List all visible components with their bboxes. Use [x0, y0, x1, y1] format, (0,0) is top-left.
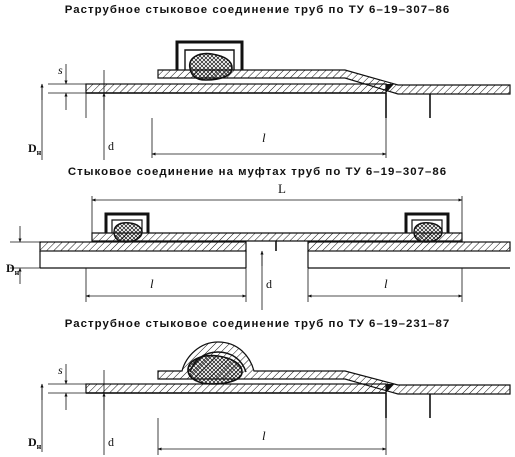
seal-ring-3 — [187, 354, 243, 385]
label-l-right: l — [384, 276, 388, 291]
coupling-sleeve — [91, 232, 463, 242]
section-1-title: Раструбное стыковое соединение труб по Т… — [64, 4, 451, 16]
right-pipe-wall — [307, 241, 511, 252]
section-2-title: Стыковое соединение на муфтах труб по ТУ… — [67, 166, 448, 178]
label-l-left: l — [150, 276, 154, 291]
right-seal-ring — [413, 222, 443, 243]
label-d: d — [108, 139, 114, 153]
label-L: L — [278, 181, 286, 196]
section-2-drawing: L Dн d l l — [6, 181, 511, 310]
clamp-housing — [175, 40, 244, 70]
label-l: l — [262, 130, 266, 145]
socket-wall — [157, 69, 511, 95]
label-s: s — [58, 63, 63, 77]
label-d-2: d — [266, 277, 272, 291]
section-3-drawing: s Dн d l — [28, 341, 511, 455]
seal-ring — [188, 52, 233, 81]
label-dn-2: Dн — [6, 261, 20, 277]
label-l-3: l — [262, 428, 266, 443]
label-d-3: d — [108, 435, 114, 449]
left-pipe-wall — [39, 241, 247, 252]
label-dn: Dн — [28, 141, 42, 157]
left-clamp — [104, 212, 150, 233]
section-1-drawing: s Dн d l — [28, 40, 511, 160]
pipe-wall-left-3 — [85, 383, 387, 394]
right-clamp — [404, 212, 450, 233]
label-dn-3: Dн — [28, 435, 42, 451]
left-seal-ring — [113, 222, 143, 243]
pipe-wall-left — [85, 83, 387, 94]
section-3-title: Раструбное стыковое соединение труб по Т… — [64, 318, 451, 330]
label-s-3: s — [58, 363, 63, 377]
